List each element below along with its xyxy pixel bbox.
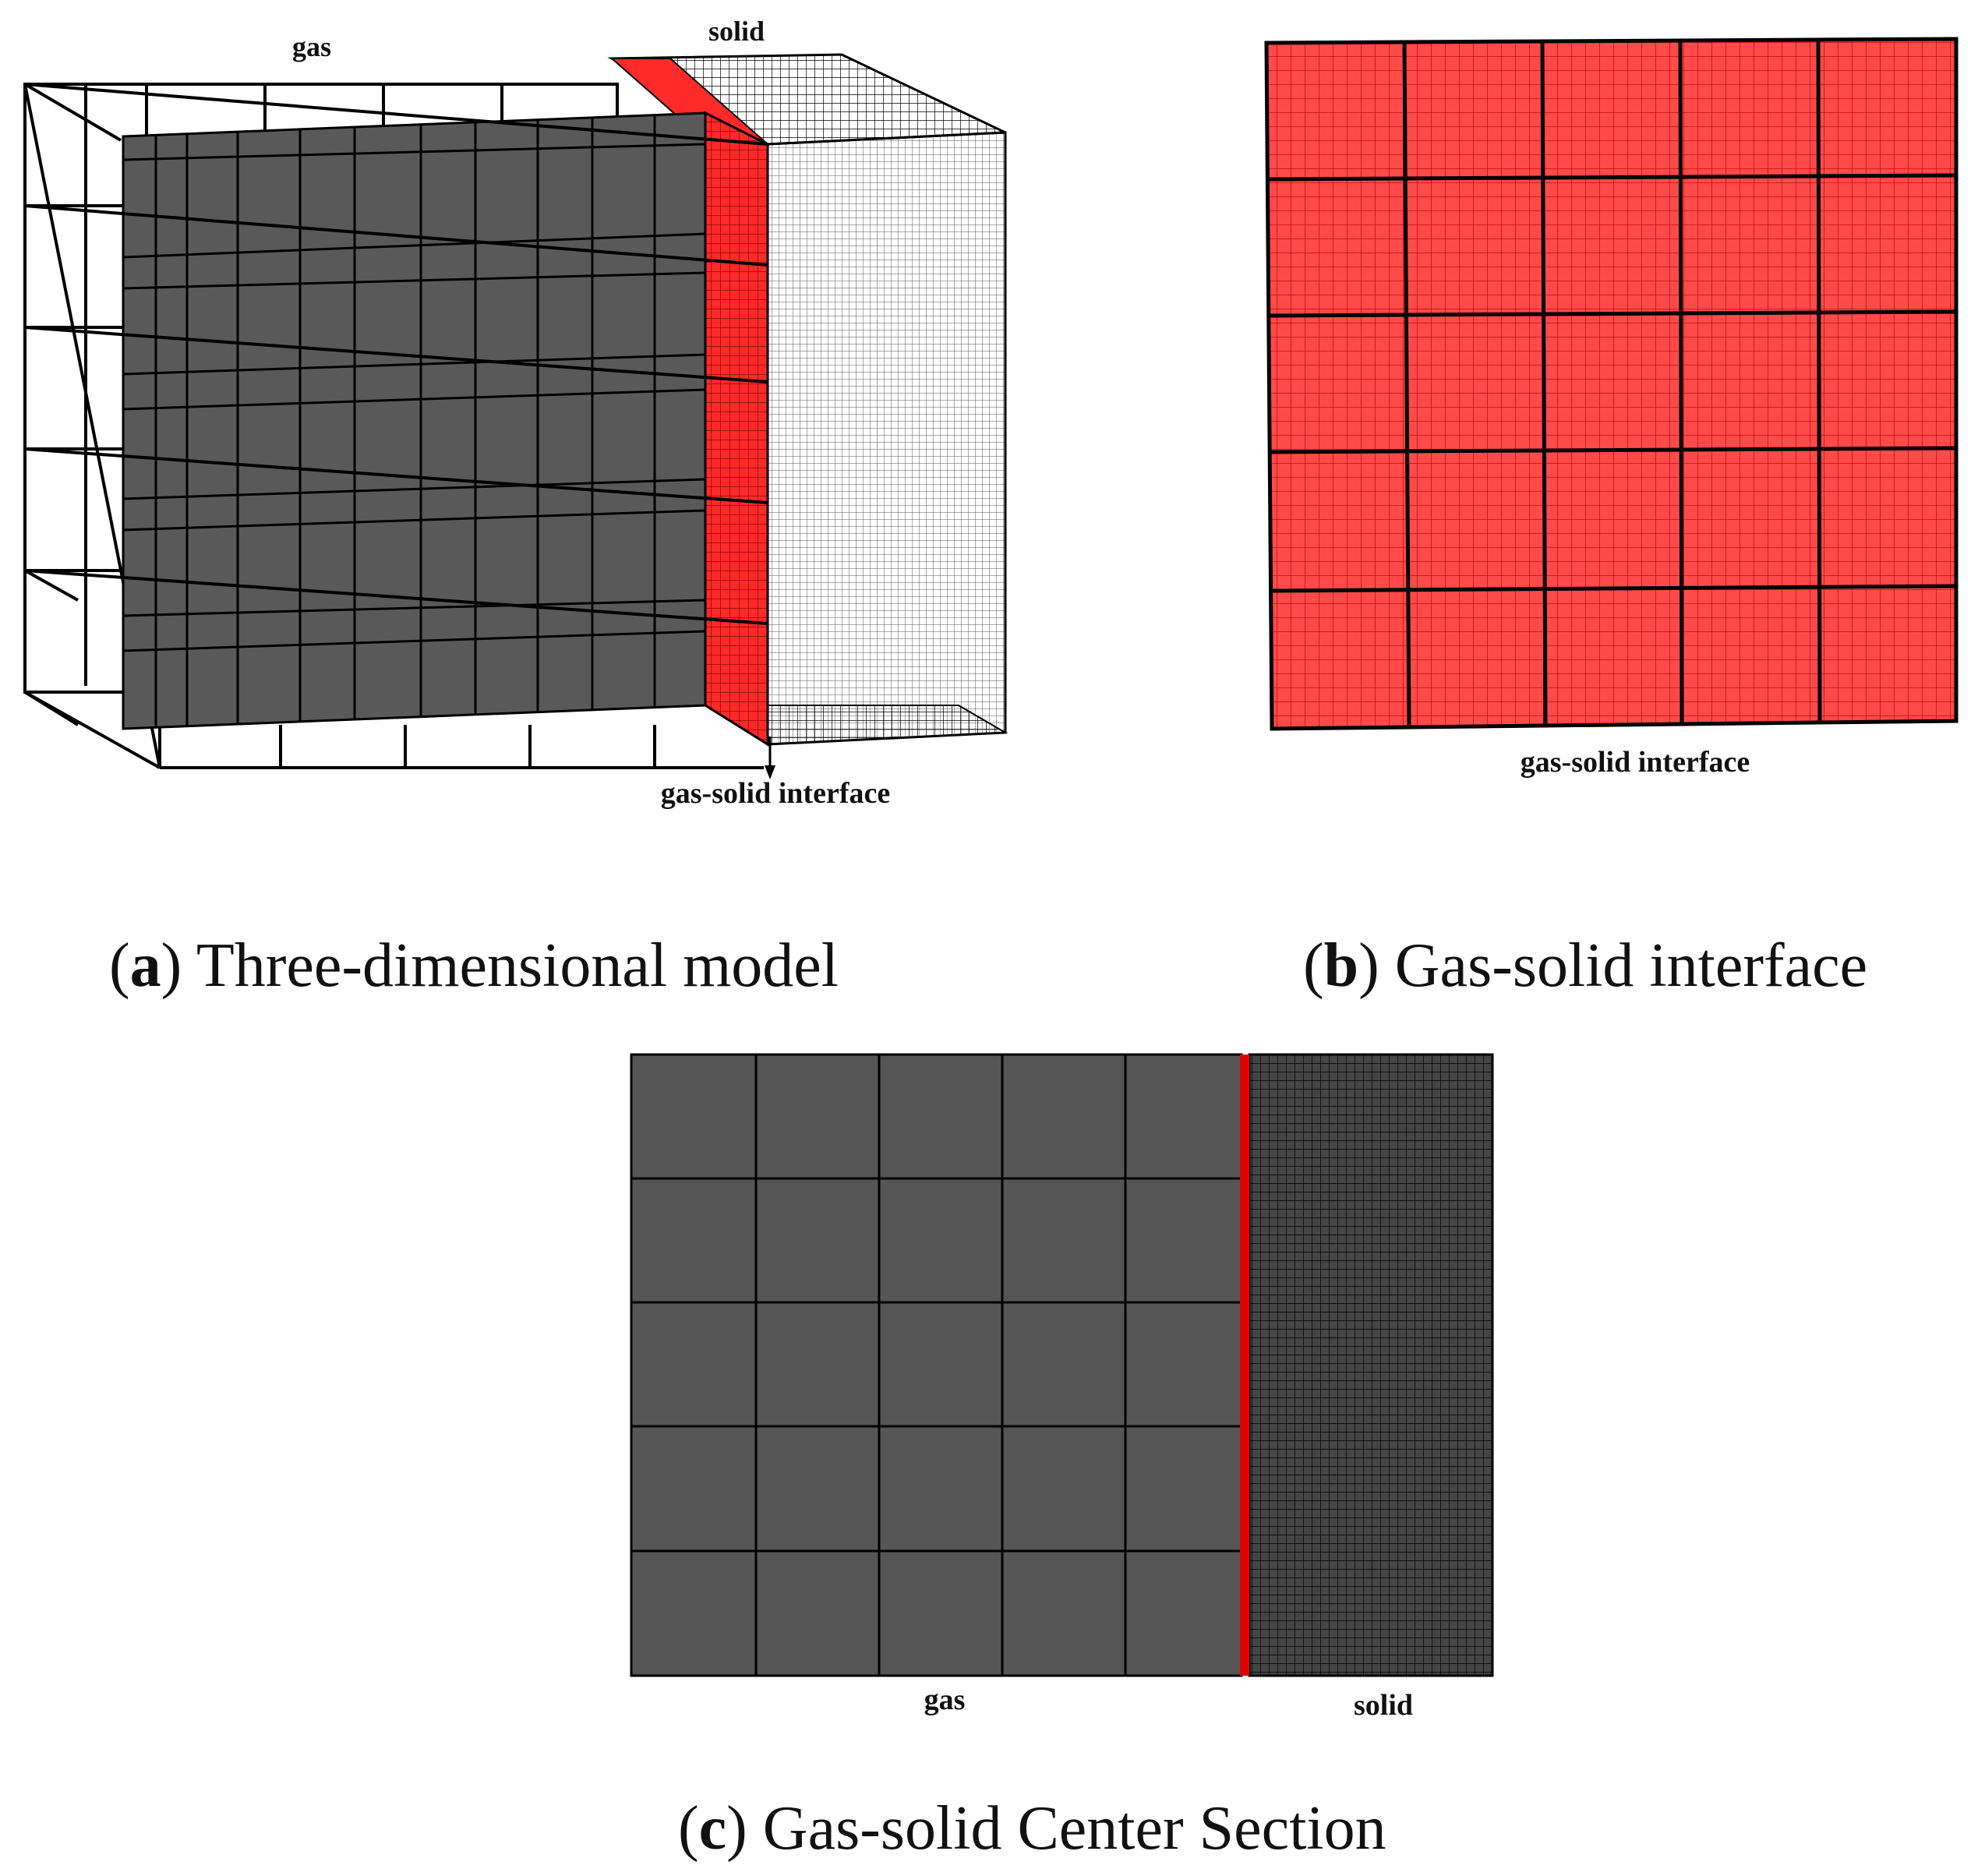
caption-a: (a) Three-dimensional model: [109, 931, 839, 1000]
panel-b-label-interface: gas-solid interface: [1521, 746, 1750, 779]
panel-b-interface: gas-solid interface: [1264, 37, 1959, 779]
panel-c-label-gas: gas: [924, 1683, 966, 1716]
gas-wireframe-front: [24, 83, 768, 625]
caption-b-letter: b: [1324, 931, 1359, 1000]
caption-b: (b) Gas-solid interface: [1303, 931, 1867, 1000]
caption-c-letter: c: [699, 1794, 727, 1863]
gas-section: [630, 1053, 1243, 1677]
panel-c-center-section: gas solid: [630, 1053, 1494, 1722]
panel-a-label-interface: gas-solid interface: [661, 777, 890, 810]
panel-a-label-solid: solid: [708, 16, 765, 47]
interface-line: [1240, 1055, 1249, 1676]
caption-c-text: Gas-solid Center Section: [763, 1794, 1386, 1863]
interface-face-grid: [704, 111, 769, 747]
gas-block: [122, 111, 707, 730]
caption-c: (c) Gas-solid Center Section: [678, 1794, 1386, 1863]
solid-mesh-side: [766, 131, 1007, 746]
caption-b-text: Gas-solid interface: [1395, 931, 1867, 1000]
interface-arrow: [765, 737, 775, 779]
panel-a-label-gas: gas: [292, 31, 331, 62]
caption-a-letter: a: [130, 931, 161, 1000]
caption-a-text: Three-dimensional model: [196, 931, 839, 1000]
panel-c-label-solid: solid: [1354, 1689, 1413, 1722]
panel-a-3d-model: gas solid gas-solid interface: [23, 16, 1008, 810]
interface-coarse-grid: [1264, 37, 1959, 731]
